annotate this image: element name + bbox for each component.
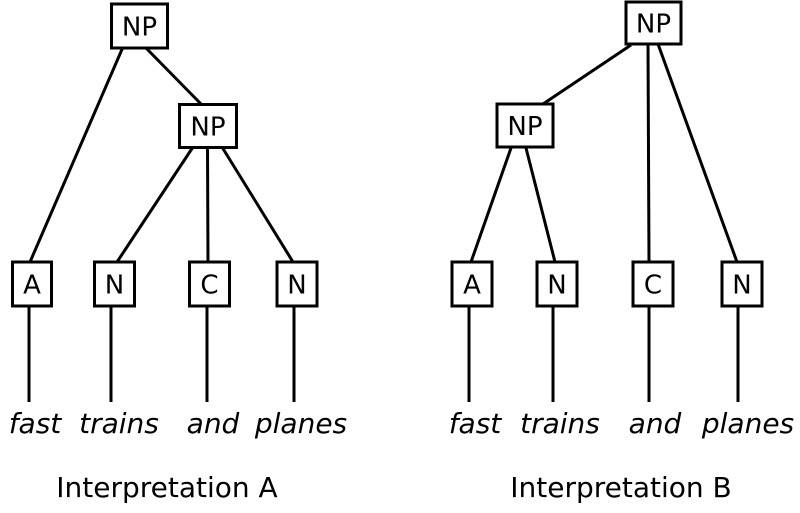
node-label-n2: N: [287, 271, 306, 301]
node-label-c: C: [200, 271, 218, 301]
edge-np-inner-n2: [220, 146, 295, 263]
node-box-c: [188, 260, 231, 308]
node-label-c: C: [644, 271, 662, 301]
edge-np-inner-c: [206, 146, 210, 263]
node-label-np-root: NP: [636, 10, 671, 40]
node-label-n1: N: [105, 271, 124, 301]
edge-np-inner-n1: [115, 146, 195, 263]
node-label-n2: N: [732, 271, 751, 301]
terminal-word: and: [629, 407, 682, 440]
terminal-word: trains: [79, 407, 159, 440]
node-box-n2: [275, 260, 319, 308]
node-box-n2: [720, 260, 764, 308]
edge-np-root-c: [646, 43, 651, 263]
edge-np-inner-n1: [524, 147, 557, 263]
edge-np-root-np-inner: [542, 43, 632, 106]
node-label-np-inner: NP: [190, 113, 225, 143]
terminal-word: trains: [520, 407, 600, 440]
edge-np-root-n2: [656, 43, 739, 263]
node-label-a: A: [23, 271, 41, 301]
node-label-np-inner: NP: [507, 112, 542, 142]
node-box-np-root: [110, 2, 169, 50]
edge-np-root-a: [28, 46, 125, 263]
node-box-c: [631, 260, 675, 308]
node-box-n1: [535, 260, 579, 308]
node-box-a: [11, 260, 53, 308]
node-label-n1: N: [547, 271, 566, 301]
edge-np-root-np-inner: [144, 46, 204, 107]
node-label-a: A: [463, 271, 481, 301]
terminal-word: planes: [701, 407, 794, 440]
node-box-np-inner: [178, 103, 238, 149]
caption-interpretation-a: Interpretation A: [56, 471, 277, 504]
node-box-a: [450, 260, 494, 308]
terminal-word: fast: [449, 407, 503, 440]
node-box-np-inner: [495, 102, 555, 149]
terminal-word: planes: [254, 407, 347, 440]
node-box-np-root: [624, 0, 683, 46]
node-label-np-root: NP: [122, 13, 157, 43]
edge-np-inner-a: [469, 147, 513, 263]
caption-interpretation-b: Interpretation B: [510, 471, 732, 504]
node-box-n1: [93, 260, 136, 308]
terminal-word: fast: [9, 407, 63, 440]
terminal-word: and: [187, 407, 240, 440]
